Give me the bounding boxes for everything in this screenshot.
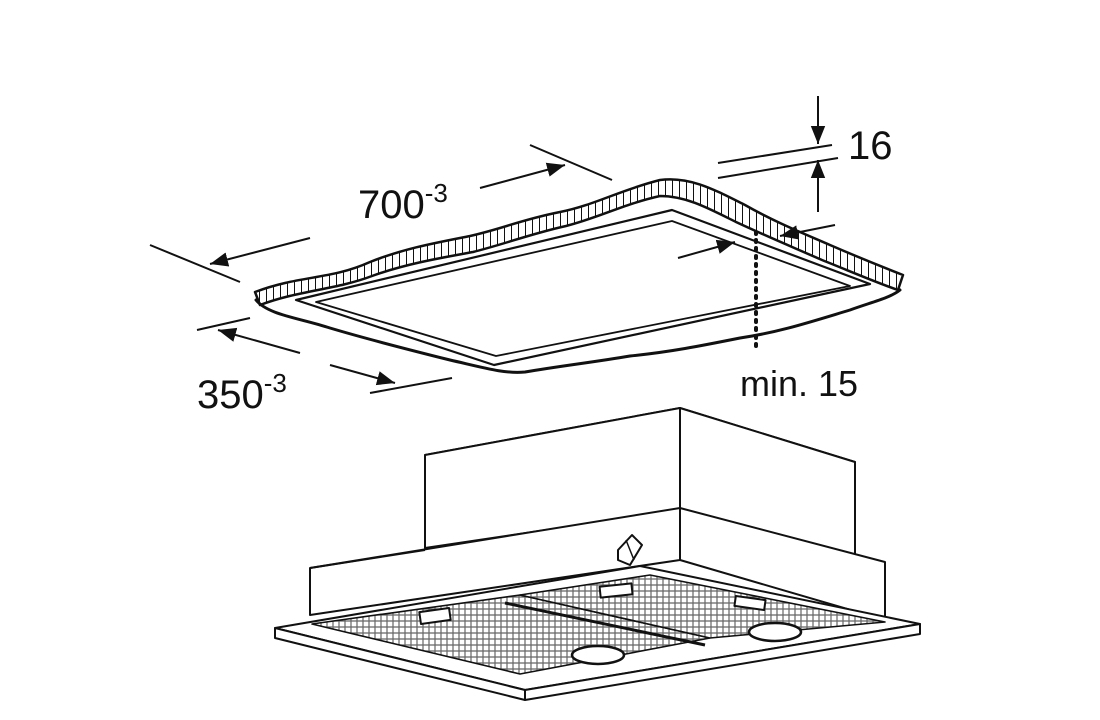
cutout-opening-inner [315, 220, 851, 357]
dimension-700-value: 700 [358, 183, 425, 227]
filter-handle-right [598, 582, 634, 599]
extension-line-350-left [196, 317, 251, 331]
ceiling-edge-hatch [253, 178, 905, 307]
dimension-arrow-350-right [329, 364, 396, 386]
dimension-350-tolerance: -3 [264, 368, 287, 398]
dimension-700-label: 700-3 [358, 178, 448, 227]
min-distance-label: min. 15 [740, 363, 858, 404]
filter-divider [504, 601, 706, 647]
dimension-350-value: 350 [197, 373, 264, 417]
bottom-frame-edge-right [524, 623, 921, 701]
extractor-hood [274, 407, 921, 701]
filter-handle-left [418, 606, 452, 626]
lamp-left-icon [570, 644, 626, 666]
dimension-16-label: 16 [848, 124, 893, 168]
dimension-arrow-700-left [209, 237, 311, 267]
dimension-arrow-350-left [217, 327, 301, 354]
dimension-arrow-min15-left [677, 239, 736, 259]
housing-top-edge [309, 549, 426, 569]
dimension-arrow-700-right [479, 162, 566, 189]
dimension-arrow-min15-right [779, 224, 836, 240]
extension-line-350-right [369, 377, 453, 394]
extension-line-700-right [529, 144, 613, 181]
control-switch-detail [625, 539, 635, 561]
ceiling-bottom-edge [254, 288, 902, 374]
filter-handle-right-2 [733, 594, 767, 612]
dimension-350-label: 350-3 [197, 368, 287, 417]
extension-line-700-left [149, 244, 241, 283]
dimension-700-tolerance: -3 [425, 178, 448, 208]
lamp-right-icon [747, 621, 803, 643]
ceiling-cutout [253, 178, 905, 374]
extension-line-16-top [717, 144, 833, 164]
dimension-lines [149, 96, 839, 394]
